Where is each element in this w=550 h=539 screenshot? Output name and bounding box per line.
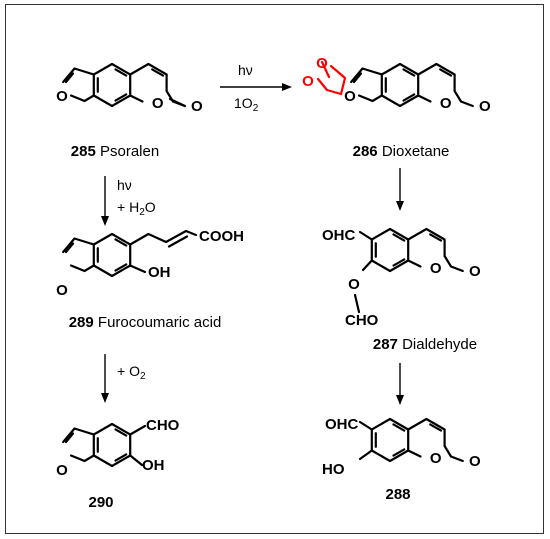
condition-oxygen: + O2	[117, 363, 146, 382]
label-285: 285 Psoralen	[71, 143, 159, 160]
dioxetane-oxygen: O	[316, 55, 328, 72]
label-289: 289 Furocoumaric acid	[69, 314, 222, 331]
ring-oxygen: O	[430, 260, 442, 277]
condition-light: hν	[117, 177, 132, 193]
ring-oxygen: O	[430, 450, 442, 467]
arrow-285-to-289: hν + H2O	[101, 176, 156, 226]
label-288: 288	[385, 486, 410, 503]
hydroxyl-group: OH	[142, 457, 165, 474]
furan-oxygen: O	[56, 282, 68, 299]
structure-287: O O	[358, 227, 481, 280]
arrow-287-to-288	[396, 363, 404, 405]
structure-285	[56, 62, 203, 115]
aldehyde-group: OHC	[322, 227, 356, 244]
condition-light: hν	[238, 62, 253, 78]
structure-286	[344, 62, 491, 115]
aldehyde-group: CHO	[146, 417, 180, 434]
condition-singlet-oxygen: 1O2	[234, 95, 259, 114]
label-290: 290	[88, 494, 113, 511]
carbonyl-oxygen: O	[469, 263, 481, 280]
condition-water: + H2O	[117, 199, 156, 218]
dioxetane-ring: O O	[302, 55, 347, 96]
ester-oxygen: O	[348, 276, 360, 293]
structure-290: O	[56, 422, 147, 479]
structure-289: O	[56, 229, 198, 299]
arrow-286-to-287	[396, 168, 404, 211]
hydroxyl-group: HO	[322, 461, 345, 478]
cooh-group: COOH	[199, 228, 244, 245]
arrow-285-to-286: hν 1O2	[220, 62, 292, 114]
hydroxyl-group: OH	[148, 264, 171, 281]
arrow-289-to-290: + O2	[101, 354, 146, 403]
formyl-group: CHO	[345, 312, 379, 329]
formate-bond	[353, 293, 361, 314]
dioxetane-oxygen: O	[302, 73, 314, 90]
structure-288: O O	[358, 417, 481, 470]
furan-oxygen: O	[56, 462, 68, 479]
label-286: 286 Dioxetane	[353, 143, 450, 160]
label-287: 287 Dialdehyde	[373, 336, 477, 353]
carbonyl-oxygen: O	[469, 453, 481, 470]
aldehyde-group: OHC	[325, 416, 359, 433]
figure-frame	[5, 4, 544, 534]
